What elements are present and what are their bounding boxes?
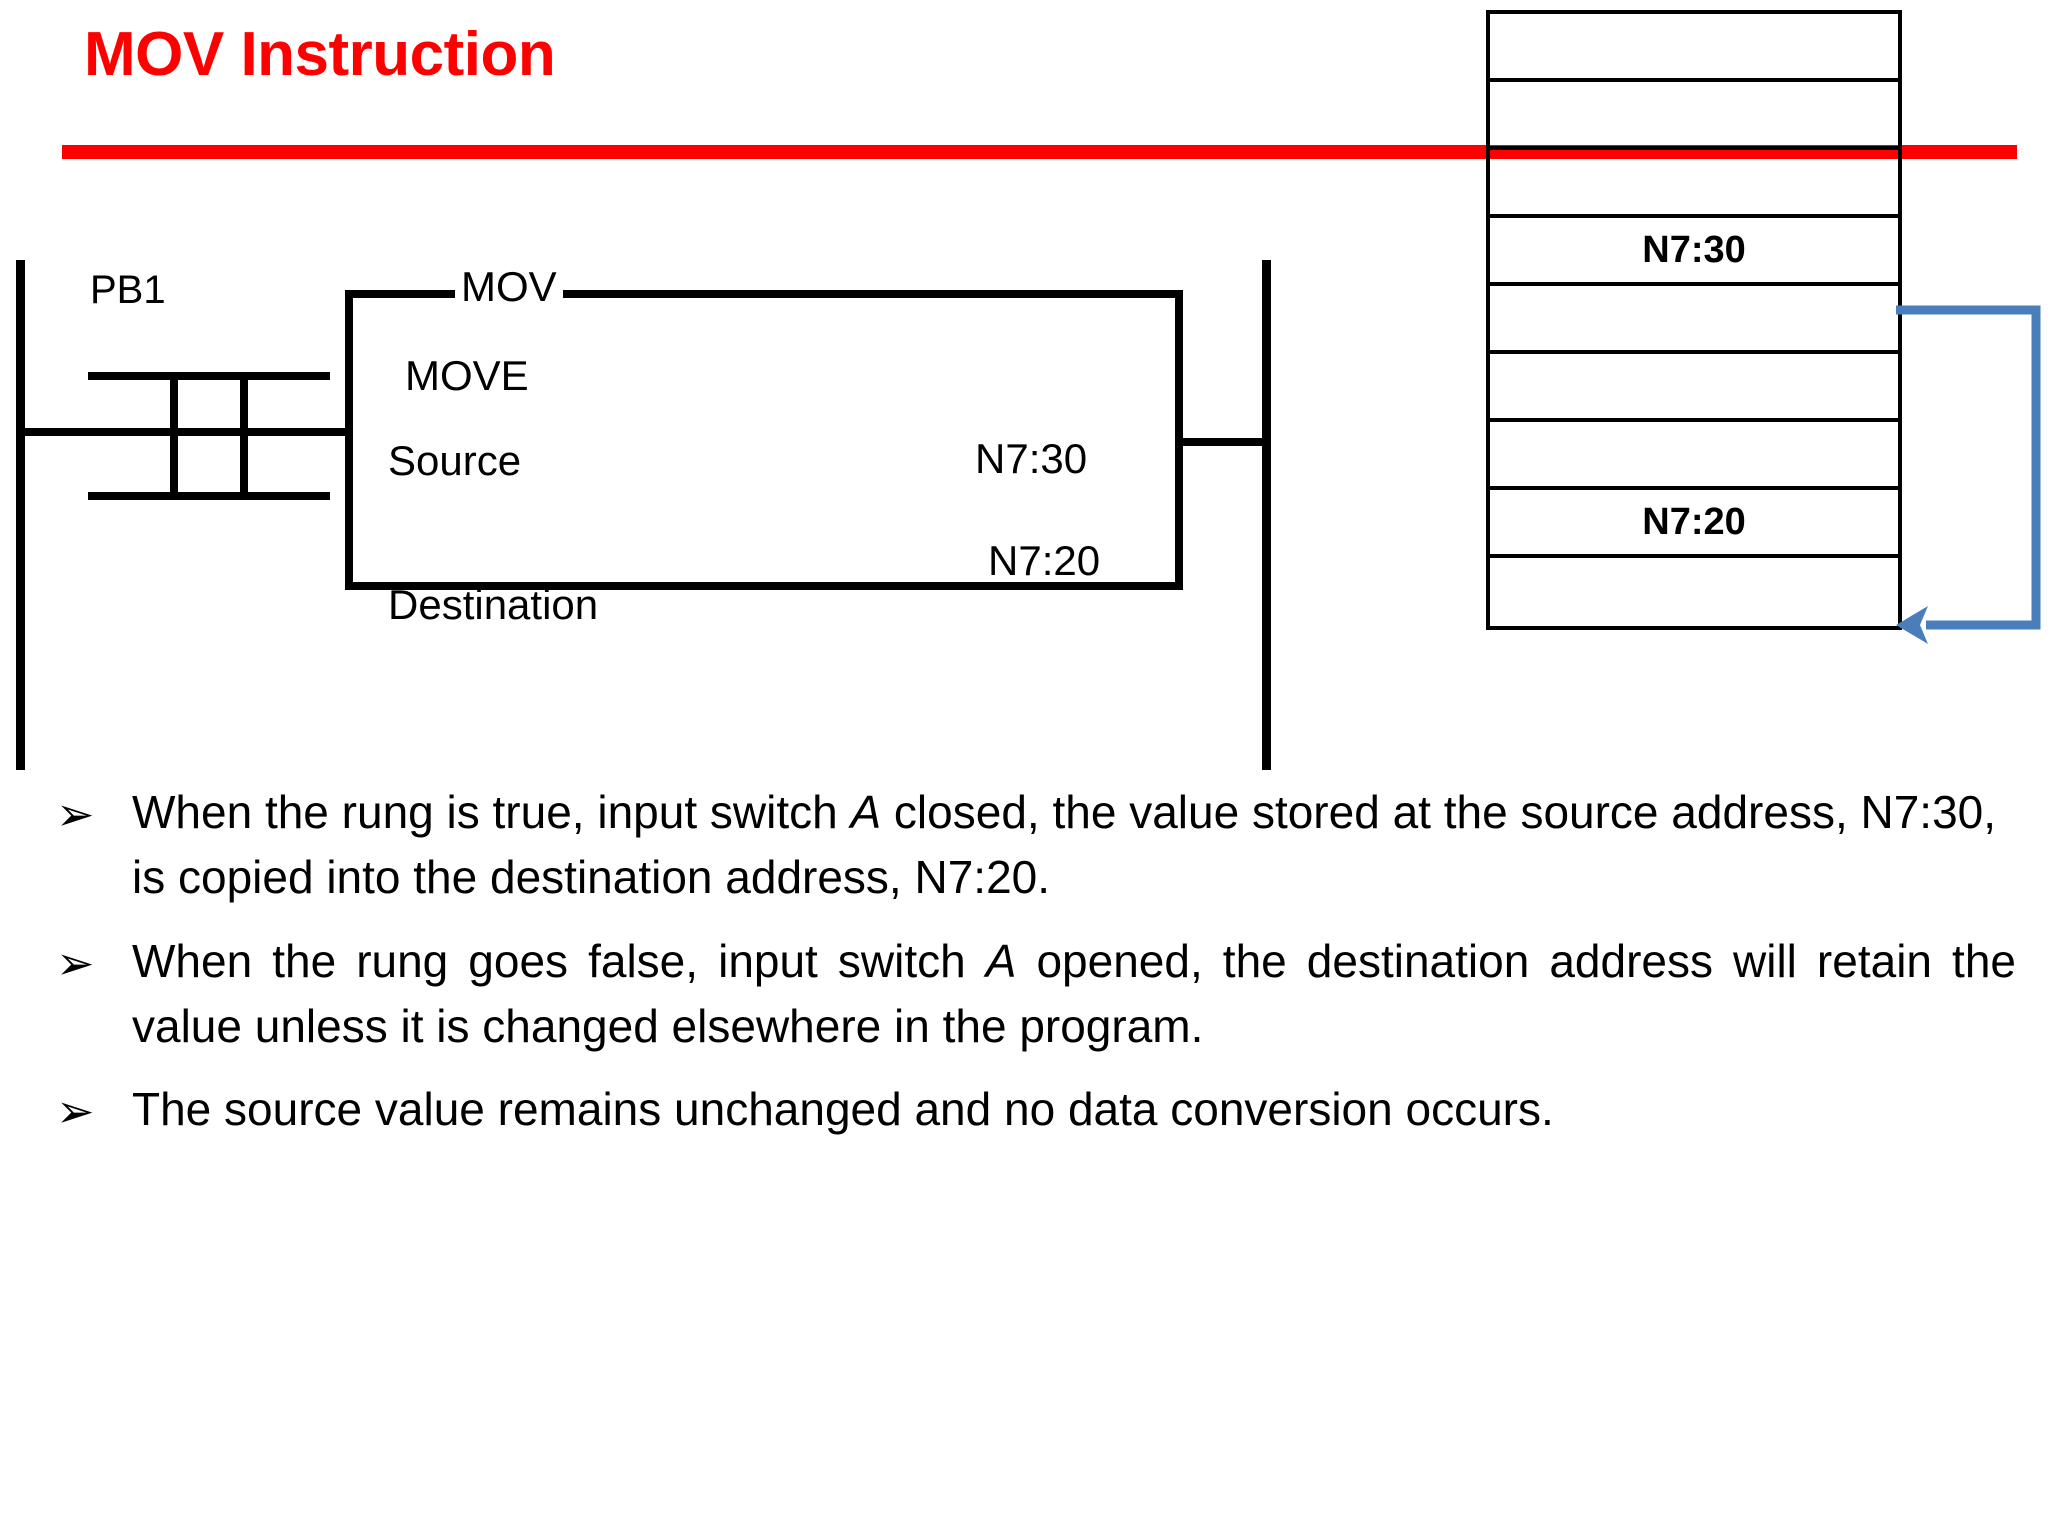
bullet-text-run: The source value remains unchanged and n…	[132, 1083, 1554, 1136]
memory-row-filled[interactable]: N7:20	[1490, 490, 1898, 558]
mov-source-value[interactable]: N7:30	[975, 435, 1088, 482]
mov-block-tag: MOV	[455, 266, 563, 308]
bullet-list: ➢ When the rung is true, input switch A c…	[56, 780, 2016, 1163]
bullet-item: ➢ When the rung goes false, input switch …	[56, 929, 2016, 1060]
memory-row-empty[interactable]	[1490, 286, 1898, 354]
bullet-text-run: When the rung goes false, input switch	[132, 934, 986, 987]
memory-row-empty[interactable]	[1490, 558, 1898, 626]
memory-row-label: N7:20	[1642, 500, 1746, 543]
data-transfer-arrow	[1896, 305, 2041, 644]
contact-right-bottom-stub	[178, 492, 330, 500]
memory-row-empty[interactable]	[1490, 14, 1898, 82]
ladder-right-power-rail	[1262, 260, 1271, 770]
bullet-text: The source value remains unchanged and n…	[132, 1077, 2016, 1142]
contact-right-vertical	[170, 372, 178, 500]
mov-instruction-block[interactable]	[345, 290, 1183, 590]
mov-destination-value[interactable]: N7:20	[988, 537, 1101, 584]
wire-box-to-right-rail	[1175, 438, 1267, 446]
memory-row-label: N7:30	[1642, 228, 1746, 271]
bullet-arrow-icon: ➢	[56, 788, 95, 840]
memory-row-empty[interactable]	[1490, 150, 1898, 218]
contact-label-pb1: PB1	[90, 268, 166, 312]
bullet-emphasis: A	[985, 934, 1017, 987]
contact-left-top-stub	[88, 372, 248, 380]
bullet-text: When the rung is true, input switch A cl…	[132, 780, 2016, 911]
bullet-item: ➢ The source value remains unchanged and …	[56, 1077, 2016, 1144]
wire-contact-to-box	[170, 428, 355, 436]
wire-rail-to-contact	[16, 428, 251, 436]
contact-left-bottom-stub	[88, 492, 248, 500]
page-title: MOV Instruction	[84, 20, 556, 89]
contact-right-top-stub	[178, 372, 330, 380]
memory-row-empty[interactable]	[1490, 82, 1898, 150]
bullet-item: ➢ When the rung is true, input switch A c…	[56, 780, 2016, 911]
memory-row-empty[interactable]	[1490, 422, 1898, 490]
ladder-diagram: PB1 MOV MOVE Source N7:30 Destination N7…	[0, 250, 1300, 780]
mov-source-label: Source	[388, 437, 522, 484]
contact-left-vertical	[240, 372, 248, 500]
mov-block-name: MOVE	[405, 352, 529, 399]
bullet-arrow-icon: ➢	[56, 936, 95, 989]
memory-row-filled[interactable]: N7:30	[1490, 218, 1898, 286]
mov-destination-label: Destination	[388, 581, 599, 628]
ladder-left-power-rail	[16, 260, 25, 770]
bullet-emphasis: A	[850, 786, 882, 838]
memory-row-empty[interactable]	[1490, 354, 1898, 422]
bullet-text: When the rung goes false, input switch A…	[132, 929, 2016, 1060]
bullet-text-run: opened, the destination address will ret…	[132, 934, 2016, 1052]
bullet-text-run: closed, the value stored at the source a…	[132, 786, 1997, 904]
bullet-arrow-icon: ➢	[56, 1085, 95, 1138]
bullet-text-run: When the rung is true, input switch	[132, 786, 851, 838]
